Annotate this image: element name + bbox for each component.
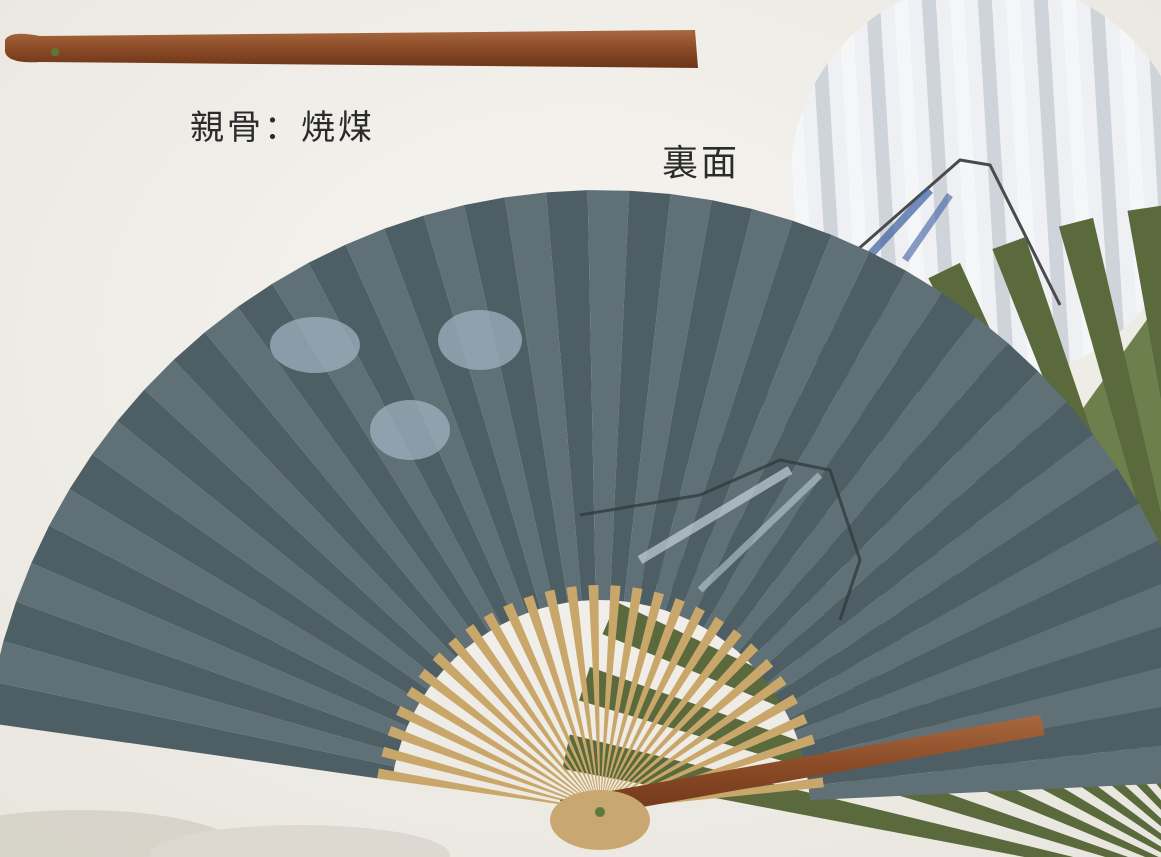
back-pleat	[976, 0, 1016, 380]
fan-pleat	[789, 540, 1161, 732]
fan-pleat	[423, 205, 554, 609]
fan-pleat	[808, 745, 1161, 801]
fan-pleat	[715, 292, 976, 643]
fan-pleat	[49, 489, 421, 714]
fan-pleat	[651, 209, 793, 611]
fan-pleat	[637, 200, 753, 607]
fan-pleat	[463, 197, 568, 606]
bamboo-rib	[381, 746, 586, 807]
fan-pleat	[16, 562, 408, 740]
bamboo-rib	[465, 623, 592, 798]
rib-material-label: 親骨：焼煤	[190, 108, 375, 148]
main-fan-icon	[0, 190, 1161, 850]
bamboo-rib	[483, 612, 593, 798]
green-pleat	[1127, 205, 1161, 400]
fan-pleat	[609, 190, 671, 602]
bamboo-rib	[432, 652, 590, 800]
fan-pleat	[748, 371, 1067, 672]
fan-pleat	[691, 251, 907, 628]
foliage-decoration	[0, 810, 450, 857]
fan-pleat	[703, 271, 942, 635]
bamboo-rib	[406, 686, 588, 803]
bamboo-rib	[544, 589, 597, 796]
bamboo-rib	[603, 591, 664, 796]
bamboo-rib	[612, 694, 798, 803]
fan-pleat	[799, 626, 1161, 759]
bamboo-rib	[418, 668, 589, 802]
fan-pleat	[173, 332, 467, 658]
fan-pleat	[794, 584, 1161, 745]
bamboo-rib	[387, 726, 587, 806]
bamboo-rib	[607, 616, 724, 798]
fan-pleat	[237, 283, 489, 640]
fan-pleat	[144, 359, 456, 668]
bamboo-rib	[611, 658, 774, 801]
bamboo-rib	[588, 585, 600, 796]
bamboo-rib	[602, 587, 643, 796]
back-side-label: 裏面	[662, 143, 741, 184]
fan-pleat	[117, 389, 446, 679]
fan-pleat	[806, 707, 1161, 787]
back-pleat	[1088, 0, 1128, 380]
back-pleat	[948, 0, 988, 380]
fan-pleat	[775, 468, 1139, 707]
bamboo-rib	[610, 643, 759, 800]
fan-pleat	[678, 234, 870, 621]
fan-pleat	[767, 434, 1118, 695]
fan-pleat	[587, 190, 630, 601]
fan-pleat	[384, 215, 541, 614]
fan-pleat	[623, 194, 712, 604]
bamboo-rib	[566, 586, 599, 796]
back-pleat	[1032, 0, 1072, 380]
fan-pleat	[727, 316, 1009, 652]
bamboo-rib	[523, 595, 596, 796]
bamboo-rib	[605, 598, 685, 797]
fan-pleat	[0, 641, 398, 767]
fan-pleat	[31, 525, 414, 727]
fan-pleat	[546, 190, 596, 601]
bamboo-rib	[600, 585, 621, 796]
bamboo-rib	[448, 637, 591, 799]
green-pleat	[1058, 217, 1161, 587]
bamboo-rib	[612, 676, 787, 802]
fan-pleat	[92, 420, 437, 690]
guard-stick-icon	[5, 30, 698, 68]
fan-pleat	[738, 343, 1039, 662]
bamboo-rib	[606, 606, 705, 797]
fan-pleat	[504, 192, 582, 603]
back-pleat	[1144, 0, 1161, 380]
bamboo-rib	[396, 705, 587, 804]
bamboo-rib	[503, 602, 595, 797]
fan-pleat	[204, 306, 478, 649]
fan-pleat	[3, 601, 403, 753]
bamboo-rib	[613, 713, 808, 805]
fan-pleat	[782, 503, 1159, 719]
bamboo-rib	[608, 629, 742, 799]
bamboo-rib	[377, 768, 586, 808]
fan-pleat	[0, 683, 395, 781]
fan-pleat	[69, 454, 429, 702]
